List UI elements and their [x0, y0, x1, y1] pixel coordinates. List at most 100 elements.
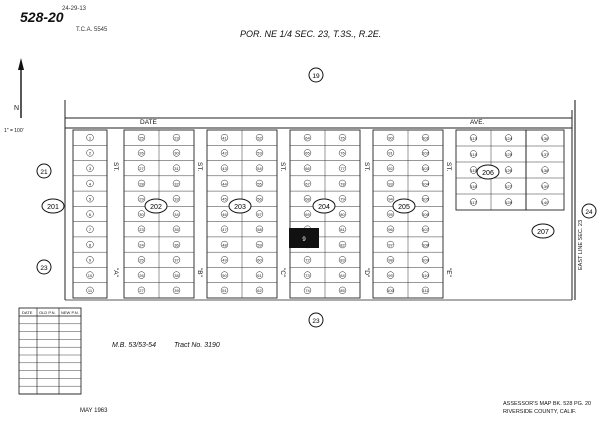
lot-circle[interactable]	[386, 225, 395, 233]
lot-circle[interactable]	[137, 195, 146, 203]
lot-circle[interactable]	[255, 164, 264, 172]
lot-circle[interactable]	[137, 149, 146, 157]
lot-circle[interactable]	[421, 195, 430, 203]
lot-circle[interactable]	[172, 195, 181, 203]
lot-circle[interactable]	[86, 210, 94, 218]
lot-circle[interactable]	[220, 286, 229, 295]
lot-circle[interactable]	[469, 182, 478, 190]
lot-circle[interactable]	[255, 195, 264, 203]
adjoining-label-23-left[interactable]: 23	[40, 265, 48, 272]
lot-circle[interactable]	[137, 256, 146, 264]
lot-circle[interactable]	[421, 256, 430, 264]
block-label-203[interactable]: 203	[234, 204, 246, 211]
lot-circle[interactable]	[86, 271, 94, 279]
lot-circle[interactable]	[386, 133, 395, 142]
lot-circle[interactable]	[172, 164, 181, 172]
lot-circle[interactable]	[172, 210, 181, 218]
lot-circle[interactable]	[303, 286, 312, 295]
lot-circle[interactable]	[386, 240, 395, 249]
lot-circle[interactable]	[86, 133, 94, 142]
block-label-206[interactable]: 206	[482, 170, 494, 177]
lot-circle[interactable]	[421, 210, 430, 218]
lot-circle[interactable]	[338, 256, 347, 264]
lot-circle[interactable]	[421, 240, 430, 249]
lot-circle[interactable]	[303, 195, 312, 203]
lot-circle[interactable]	[504, 198, 513, 206]
lot-circle[interactable]	[338, 210, 347, 218]
lot-circle[interactable]	[338, 179, 347, 188]
lot-circle[interactable]	[386, 179, 395, 188]
lot-circle[interactable]	[541, 166, 549, 174]
adjoining-label-19[interactable]: 19	[312, 73, 320, 80]
lot-circle[interactable]	[303, 210, 312, 218]
lot-circle[interactable]	[338, 271, 347, 279]
lot-circle[interactable]	[469, 134, 478, 142]
lot-circle[interactable]	[386, 164, 395, 172]
lot-circle[interactable]	[220, 164, 229, 172]
lot-circle[interactable]	[541, 134, 549, 142]
lot-circle[interactable]	[137, 286, 146, 295]
lot-circle[interactable]	[469, 198, 478, 206]
lot-circle[interactable]	[172, 256, 181, 264]
lot-circle[interactable]	[541, 198, 549, 206]
lot-circle[interactable]	[137, 210, 146, 218]
lot-circle[interactable]	[386, 271, 395, 279]
lot-circle[interactable]	[86, 240, 94, 249]
lot-circle[interactable]	[421, 225, 430, 233]
lot-circle[interactable]	[338, 164, 347, 172]
block-label-207[interactable]: 207	[537, 229, 549, 236]
lot-circle[interactable]	[541, 150, 549, 158]
lot-circle[interactable]	[86, 179, 94, 188]
lot-circle[interactable]	[338, 195, 347, 203]
lot-circle[interactable]	[421, 271, 430, 279]
lot-circle[interactable]	[172, 286, 181, 295]
lot-circle[interactable]	[220, 195, 229, 203]
lot-circle[interactable]	[172, 179, 181, 188]
lot-circle[interactable]	[421, 133, 430, 142]
lot-circle[interactable]	[86, 225, 94, 233]
lot-circle[interactable]	[137, 164, 146, 172]
lot-circle[interactable]	[255, 271, 264, 279]
lot-circle[interactable]	[172, 133, 181, 142]
lot-circle[interactable]	[338, 225, 347, 233]
lot-circle[interactable]	[86, 286, 94, 295]
lot-circle[interactable]	[303, 256, 312, 264]
lot-circle[interactable]	[255, 286, 264, 295]
lot-circle[interactable]	[504, 150, 513, 158]
lot-circle[interactable]	[172, 149, 181, 157]
lot-circle[interactable]	[137, 271, 146, 279]
lot-circle[interactable]	[338, 240, 347, 249]
lot-circle[interactable]	[255, 149, 264, 157]
lot-circle[interactable]	[504, 166, 513, 174]
lot-circle[interactable]	[137, 225, 146, 233]
lot-circle[interactable]	[220, 240, 229, 249]
lot-circle[interactable]	[338, 149, 347, 157]
lot-circle[interactable]	[220, 149, 229, 157]
lot-circle[interactable]	[303, 164, 312, 172]
lot-circle[interactable]	[303, 271, 312, 279]
lot-circle[interactable]	[386, 256, 395, 264]
lot-circle[interactable]	[504, 134, 513, 142]
lot-circle[interactable]	[220, 225, 229, 233]
block-label-201[interactable]: 201	[47, 204, 59, 211]
lot-circle[interactable]	[255, 133, 264, 142]
lot-circle[interactable]	[338, 286, 347, 295]
lot-circle[interactable]	[338, 133, 347, 142]
lot-circle[interactable]	[386, 149, 395, 157]
lot-circle[interactable]	[421, 286, 430, 295]
lot-circle[interactable]	[220, 256, 229, 264]
adjoining-label-23-bottom[interactable]: 23	[312, 318, 320, 325]
lot-circle[interactable]	[303, 149, 312, 157]
lot-circle[interactable]	[86, 149, 94, 157]
lot-circle[interactable]	[137, 179, 146, 188]
adjoining-label-21[interactable]: 21	[40, 169, 48, 176]
lot-circle[interactable]	[220, 133, 229, 142]
lot-circle[interactable]	[386, 210, 395, 218]
adjoining-label-24[interactable]: 24	[585, 209, 593, 216]
lot-circle[interactable]	[386, 286, 395, 295]
lot-circle[interactable]	[255, 240, 264, 249]
lot-circle[interactable]	[255, 256, 264, 264]
block-label-204[interactable]: 204	[318, 204, 330, 211]
lot-circle[interactable]	[220, 179, 229, 188]
lot-circle[interactable]	[303, 133, 312, 142]
